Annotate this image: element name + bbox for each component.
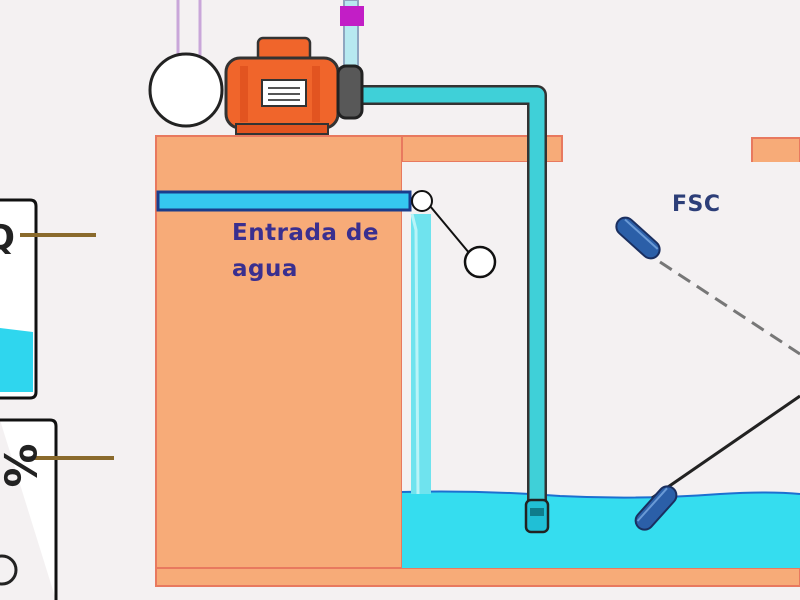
side-box-top	[0, 198, 96, 400]
float-ball	[463, 245, 497, 279]
pump-base	[235, 123, 329, 135]
water-body	[402, 491, 800, 568]
side-box-bottom	[0, 418, 114, 600]
pump-fan-housing	[148, 52, 224, 128]
float-switch-upper	[615, 216, 661, 260]
pump-coupling	[336, 64, 364, 120]
pump	[148, 36, 364, 135]
float-switch-label: FSC	[672, 192, 721, 217]
float-switch-lower	[634, 485, 678, 531]
water-inlet-label-line1: Entrada de	[232, 220, 379, 246]
pipe-valve-magenta	[340, 6, 364, 26]
side-box-bottom-dial	[0, 554, 18, 586]
tank-top-right-ledge	[751, 137, 800, 165]
tank-floor	[155, 567, 800, 587]
inlet-water-stream	[411, 214, 431, 494]
pump-discharge-pipe	[360, 87, 545, 502]
float-switch-cable-dashed	[659, 260, 800, 356]
inlet-pipe	[156, 190, 412, 212]
float-switch	[615, 216, 800, 531]
float-switch-cable	[651, 394, 800, 500]
float-valve	[411, 190, 497, 279]
side-box-top-glyph: Q	[0, 218, 15, 258]
water-inlet-label-line2: agua	[232, 256, 298, 282]
side-box-bottom-glyph: %	[0, 443, 48, 488]
